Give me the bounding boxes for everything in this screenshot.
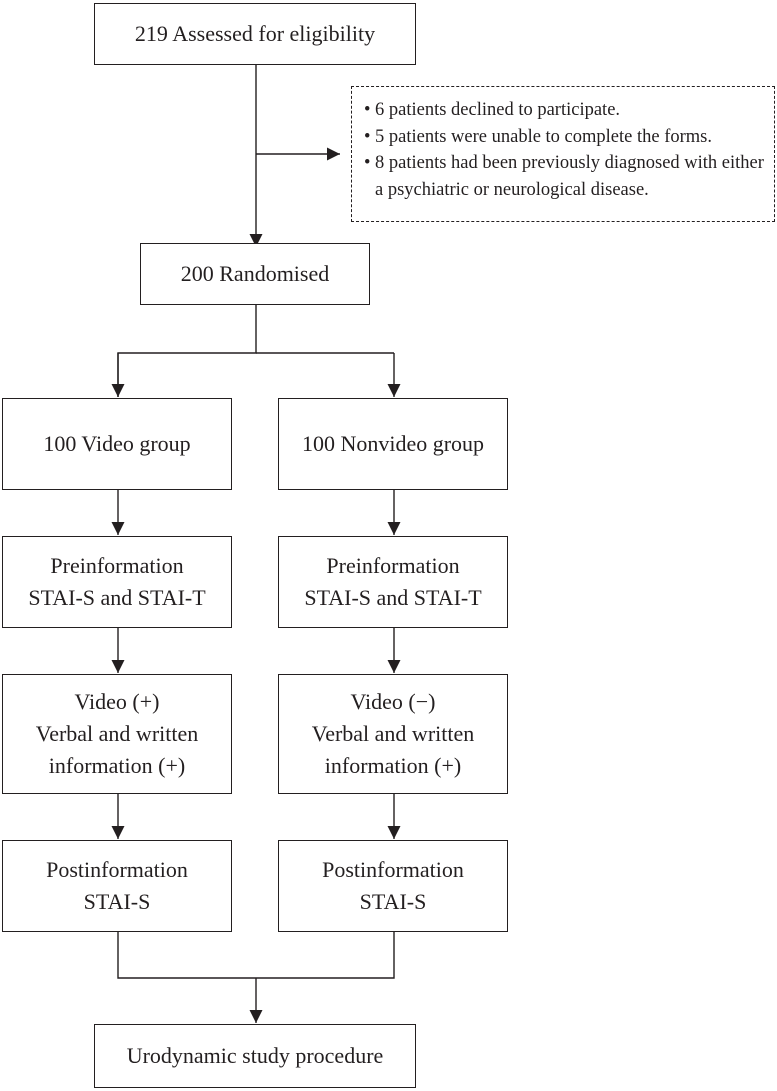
nonvideo-pre-box: Preinformation STAI-S and STAI-T — [278, 536, 508, 628]
video-intervention-box: Video (+) Verbal and written information… — [2, 674, 232, 794]
exclusion-list: 6 patients declined to participate. 5 pa… — [364, 97, 766, 203]
nonvideo-group-box: 100 Nonvideo group — [278, 398, 508, 490]
nonvideo-post-measure: STAI-S — [359, 889, 427, 914]
video-group-label: 100 Video group — [43, 431, 191, 456]
nonvideo-intervention-line: information (+) — [324, 753, 462, 778]
nonvideo-pre-title: Preinformation — [326, 553, 460, 578]
video-intervention-line: information (+) — [48, 753, 186, 778]
outcome-label: Urodynamic study procedure — [126, 1043, 384, 1068]
split-connector — [117, 305, 257, 397]
nonvideo-post-title: Postinformation — [322, 857, 464, 882]
video-pre-box: Preinformation STAI-S and STAI-T — [2, 536, 232, 628]
outcome-box: Urodynamic study procedure — [94, 1024, 416, 1088]
randomised-box: 200 Randomised — [140, 243, 370, 305]
video-group-box: 100 Video group — [2, 398, 232, 490]
merge-connector — [117, 932, 395, 979]
nonvideo-group-label: 100 Nonvideo group — [301, 431, 485, 456]
video-intervention-line: Verbal and written — [35, 721, 199, 746]
exclusion-item: 5 patients were unable to complete the f… — [364, 124, 766, 151]
video-post-box: Postinformation STAI-S — [2, 840, 232, 932]
exclusion-item: 6 patients declined to participate. — [364, 97, 766, 124]
nonvideo-post-box: Postinformation STAI-S — [278, 840, 508, 932]
assessed-label: 219 Assessed for eligibility — [134, 21, 376, 46]
randomised-label: 200 Randomised — [180, 261, 330, 286]
video-pre-measure: STAI-S and STAI-T — [28, 585, 206, 610]
nonvideo-intervention-box: Video (−) Verbal and written information… — [278, 674, 508, 794]
video-intervention-line: Video (+) — [74, 689, 160, 714]
assessed-box: 219 Assessed for eligibility — [94, 3, 416, 65]
video-post-measure: STAI-S — [83, 889, 151, 914]
nonvideo-intervention-line: Video (−) — [350, 689, 436, 714]
exclusion-box: 6 patients declined to participate. 5 pa… — [351, 86, 775, 222]
exclusion-item: 8 patients had been previously diagnosed… — [364, 150, 765, 203]
video-post-title: Postinformation — [46, 857, 188, 882]
nonvideo-intervention-line: Verbal and written — [311, 721, 475, 746]
video-pre-title: Preinformation — [50, 553, 184, 578]
nonvideo-pre-measure: STAI-S and STAI-T — [304, 585, 482, 610]
